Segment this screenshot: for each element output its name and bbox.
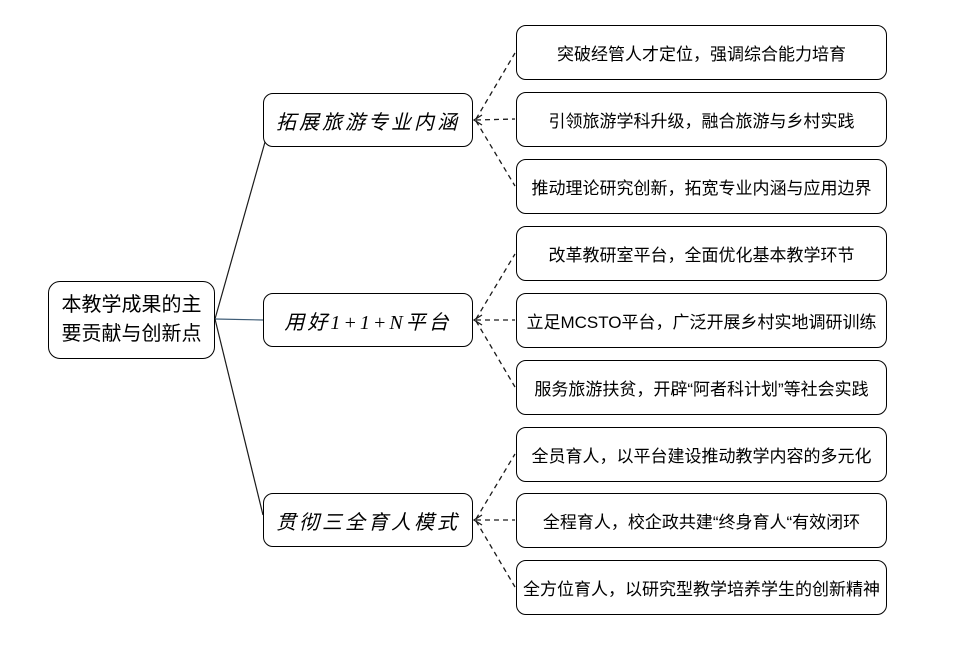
leaf-node-4-label: 改革教研室平台，全面优化基本教学环节 bbox=[548, 246, 855, 265]
branch-node-2: 用好1+1+N平台 bbox=[263, 293, 473, 347]
branch1-leaf3-connector bbox=[475, 120, 516, 187]
root-label-line-1: 本教学成果的主 bbox=[61, 294, 202, 316]
leaf-node-6-label: 服务旅游扶贫，开辟“阿者科计划”等社会实践 bbox=[534, 380, 869, 399]
leaf-node-4: 改革教研室平台，全面优化基本教学环节 bbox=[516, 226, 887, 281]
branch2-leaf1-connector bbox=[475, 253, 516, 320]
branch3-leaf3-connector bbox=[475, 520, 516, 588]
root-branch1-connector bbox=[214, 141, 266, 320]
leaf-node-6: 服务旅游扶贫，开辟“阿者科计划”等社会实践 bbox=[516, 360, 887, 415]
root-branch2-connector bbox=[214, 318, 264, 321]
branch-node-1: 拓展旅游专业内涵 bbox=[263, 93, 473, 147]
branch3-arrowhead-icon bbox=[472, 514, 483, 526]
leaf-node-3: 推动理论研究创新，拓宽专业内涵与应用边界 bbox=[516, 159, 887, 214]
branch1-leaf2-connector bbox=[475, 118, 516, 121]
leaf-node-8-label: 全程育人，校企政共建“终身育人“有效闭环 bbox=[542, 513, 861, 532]
leaf-node-8: 全程育人，校企政共建“终身育人“有效闭环 bbox=[516, 493, 887, 548]
branch1-arrowhead-icon bbox=[472, 114, 483, 126]
root-label-line-2: 要贡献与创新点 bbox=[61, 323, 202, 345]
leaf-node-3-label: 推动理论研究创新，拓宽专业内涵与应用边界 bbox=[531, 179, 872, 198]
branch3-leaf1-connector bbox=[475, 453, 516, 520]
leaf-node-1: 突破经管人才定位，强调综合能力培育 bbox=[516, 25, 887, 80]
branch-node-2-label: 用好1+1+N平台 bbox=[284, 311, 452, 334]
leaf-node-9-label: 全方位育人，以研究型教学培养学生的创新精神 bbox=[523, 580, 880, 599]
branch-node-3: 贯彻三全育人模式 bbox=[263, 493, 473, 547]
root-node-label: 本教学成果的主 要贡献与创新点 bbox=[62, 291, 202, 349]
leaf-node-1-label: 突破经管人才定位，强调综合能力培育 bbox=[557, 45, 846, 64]
root-node: 本教学成果的主 要贡献与创新点 bbox=[48, 281, 215, 359]
branch-node-3-label: 贯彻三全育人模式 bbox=[276, 511, 460, 534]
branch1-leaf1-connector bbox=[475, 52, 516, 120]
branch2-arrowhead-icon bbox=[472, 314, 483, 326]
leaf-node-7-label: 全员育人，以平台建设推动教学内容的多元化 bbox=[531, 447, 872, 466]
leaf-node-9: 全方位育人，以研究型教学培养学生的创新精神 bbox=[516, 560, 887, 615]
leaf-node-5: 立足MCSTO平台，广泛开展乡村实地调研训练 bbox=[516, 293, 887, 348]
leaf-node-2: 引领旅游学科升级，融合旅游与乡村实践 bbox=[516, 92, 887, 147]
leaf-node-5-label: 立足MCSTO平台，广泛开展乡村实地调研训练 bbox=[526, 313, 877, 332]
branch-node-1-label: 拓展旅游专业内涵 bbox=[276, 111, 460, 134]
leaf-node-2-label: 引领旅游学科升级，融合旅游与乡村实践 bbox=[548, 112, 855, 131]
leaf-node-7: 全员育人，以平台建设推动教学内容的多元化 bbox=[516, 427, 887, 482]
branch2-leaf3-connector bbox=[475, 320, 516, 388]
root-branch3-connector bbox=[214, 318, 264, 516]
